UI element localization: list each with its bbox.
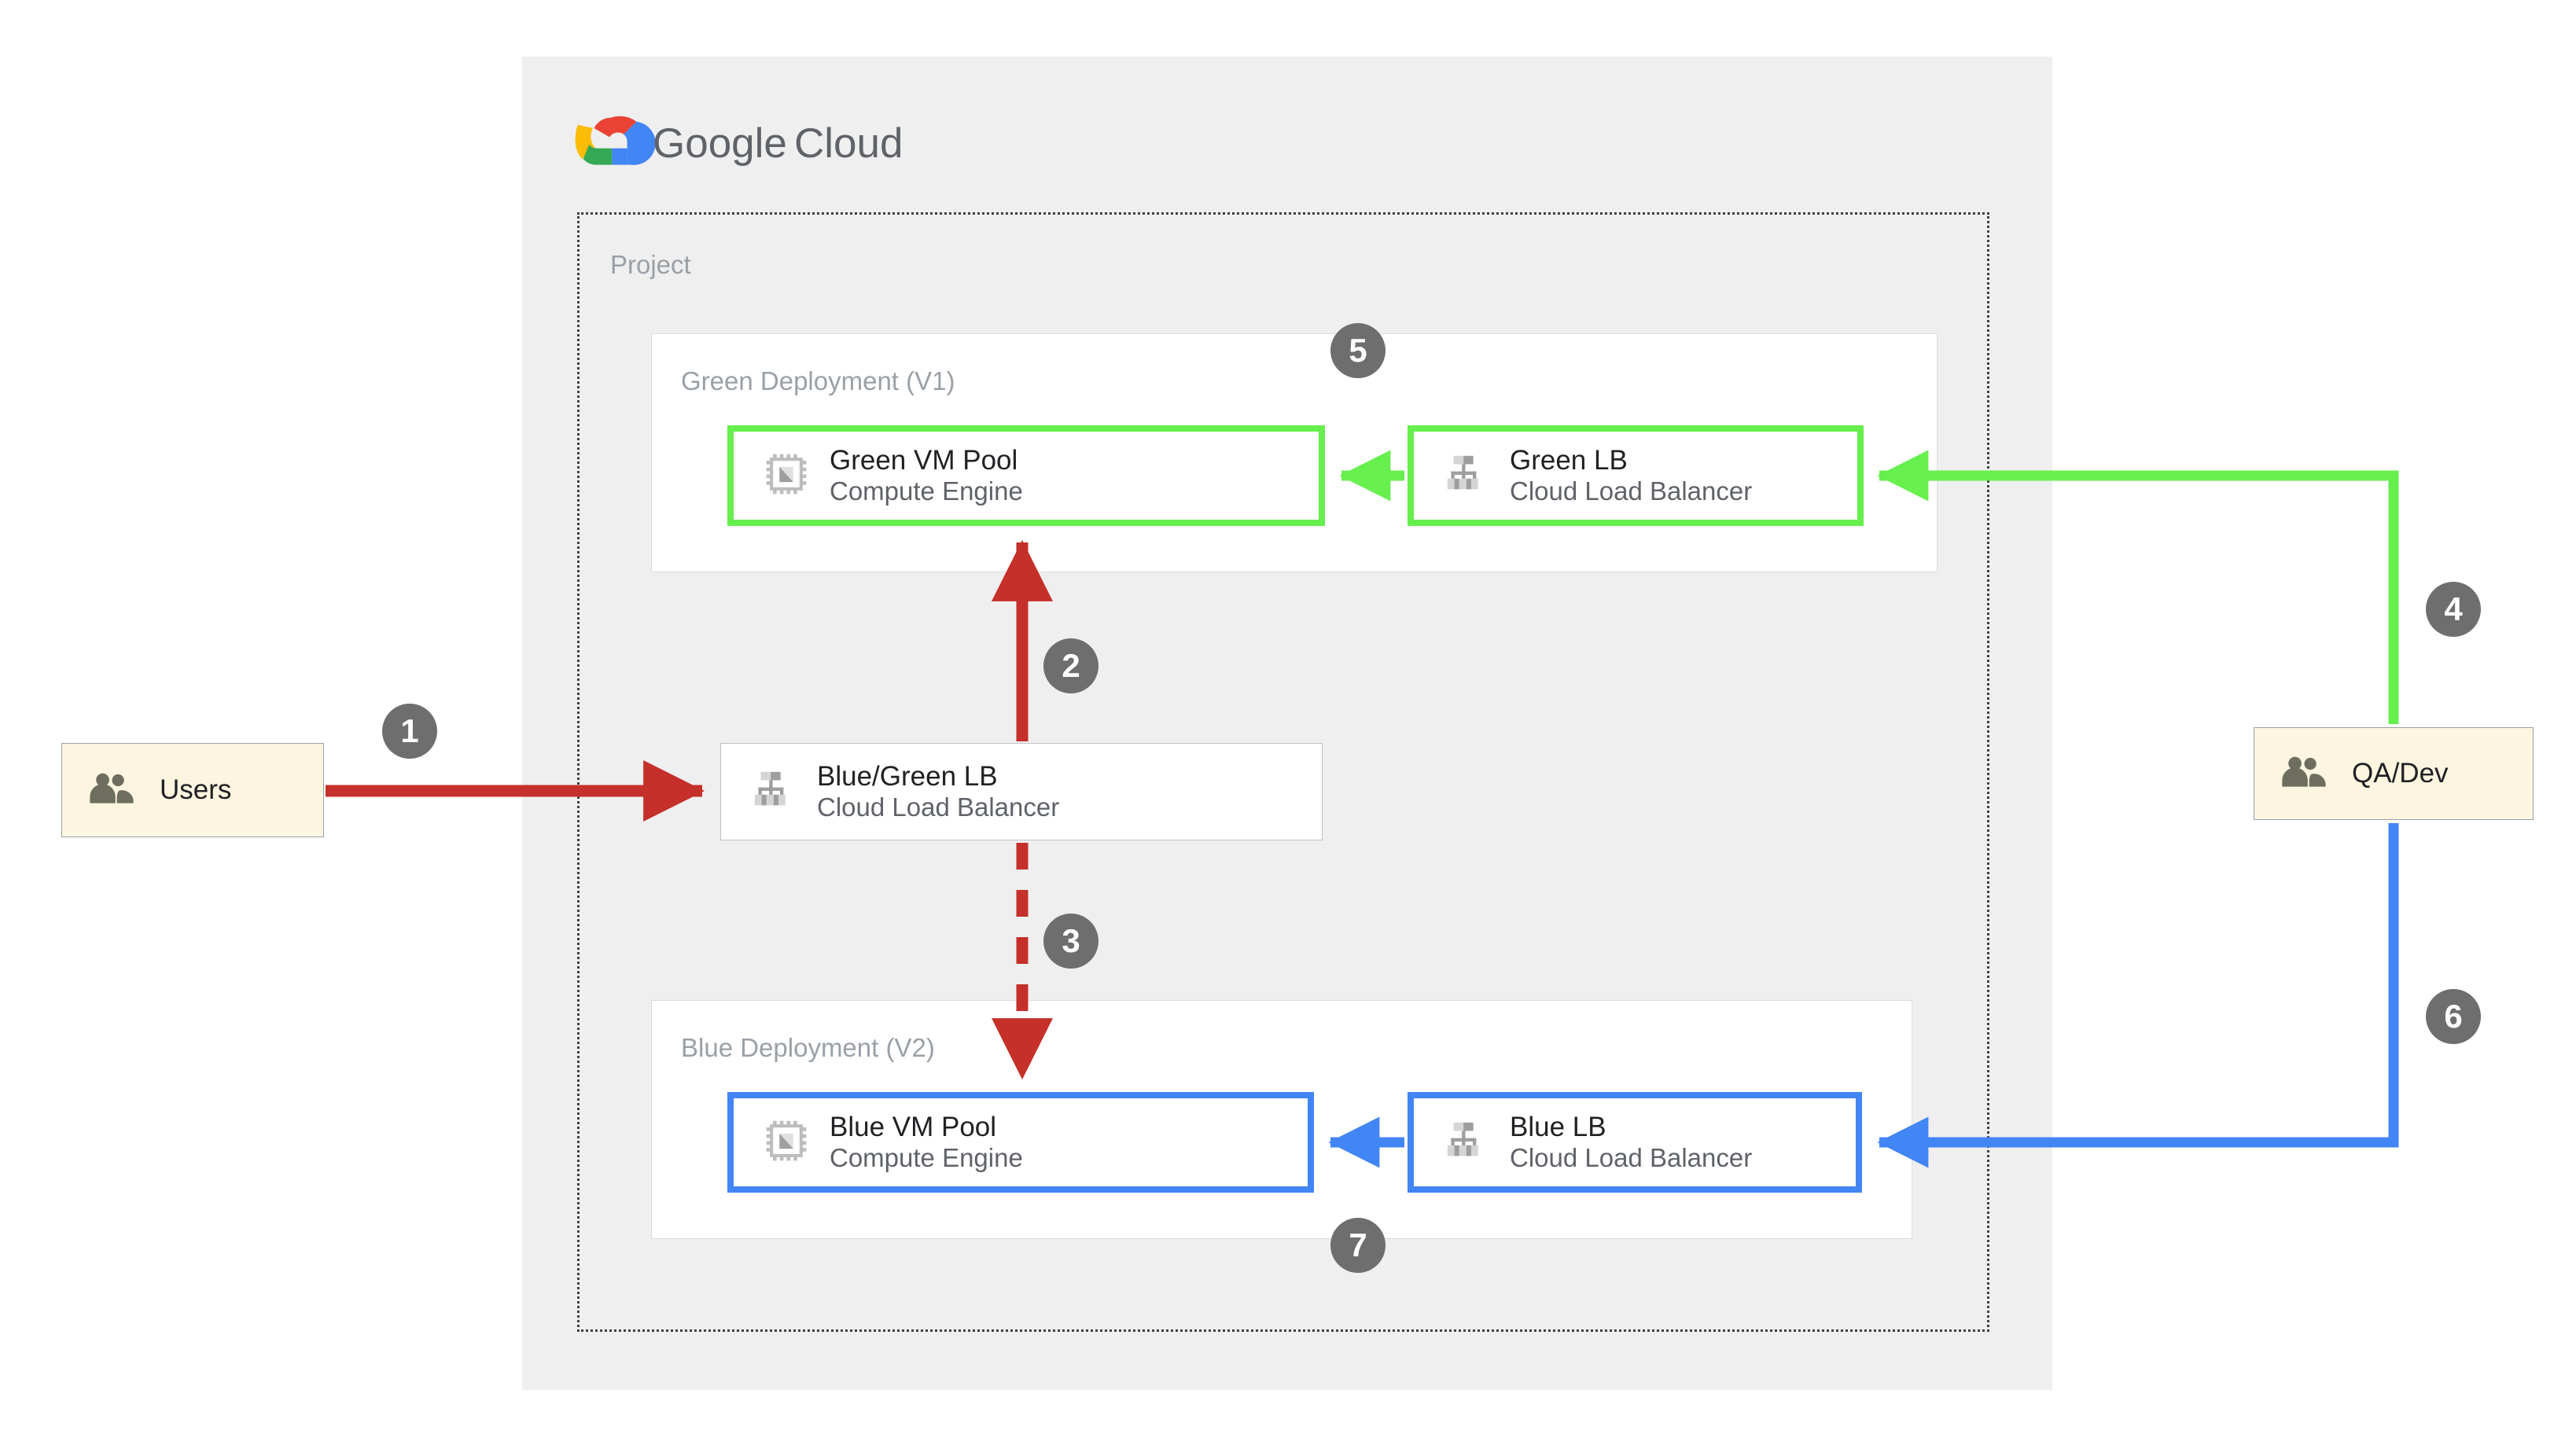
actor-label: QA/Dev: [2352, 758, 2449, 789]
compute-engine-icon: [764, 1118, 809, 1167]
blue-deployment-label: Blue Deployment (V2): [681, 1033, 935, 1062]
project-label: Project: [610, 250, 691, 279]
cloud-load-balancer-icon: [1444, 1118, 1489, 1167]
users-group-icon: [87, 770, 136, 811]
node-title: Blue LB: [1510, 1111, 1606, 1142]
step-badge-2: 2: [1043, 638, 1098, 693]
step-badge-3: 3: [1043, 914, 1098, 969]
node-blue-vm-pool[interactable]: Blue VM Pool Compute Engine: [727, 1092, 1314, 1193]
step-badge-1: 1: [382, 704, 437, 759]
node-subtitle: Cloud Load Balancer: [1510, 1143, 1753, 1173]
node-subtitle: Cloud Load Balancer: [1510, 476, 1753, 506]
node-blue-lb[interactable]: Blue LB Cloud Load Balancer: [1408, 1092, 1862, 1193]
step-badge-6: 6: [2426, 989, 2481, 1044]
node-subtitle: Compute Engine: [830, 476, 1023, 506]
project-container: [577, 212, 1989, 1332]
compute-engine-icon: [764, 451, 809, 501]
step-badge-4: 4: [2426, 582, 2481, 637]
node-title: Blue/Green LB: [817, 760, 998, 792]
node-green-lb[interactable]: Green LB Cloud Load Balancer: [1408, 425, 1864, 526]
cloud-load-balancer-icon: [751, 767, 797, 817]
node-title: Green VM Pool: [830, 444, 1018, 476]
users-group-icon: [2280, 753, 2328, 795]
green-deployment-label: Green Deployment (V1): [681, 366, 955, 395]
node-title: Green LB: [1510, 444, 1628, 476]
node-subtitle: Cloud Load Balancer: [817, 792, 1060, 822]
node-subtitle: Compute Engine: [830, 1143, 1023, 1173]
actor-users[interactable]: Users: [61, 743, 324, 837]
actor-qa-dev[interactable]: QA/Dev: [2254, 727, 2534, 820]
node-green-vm-pool[interactable]: Green VM Pool Compute Engine: [727, 425, 1325, 526]
cloud-load-balancer-icon: [1444, 451, 1489, 501]
actor-label: Users: [160, 774, 232, 805]
node-title: Blue VM Pool: [830, 1111, 997, 1142]
step-badge-5: 5: [1330, 323, 1386, 378]
node-blue-green-lb[interactable]: Blue/Green LB Cloud Load Balancer: [720, 743, 1323, 840]
step-badge-7: 7: [1330, 1218, 1386, 1273]
